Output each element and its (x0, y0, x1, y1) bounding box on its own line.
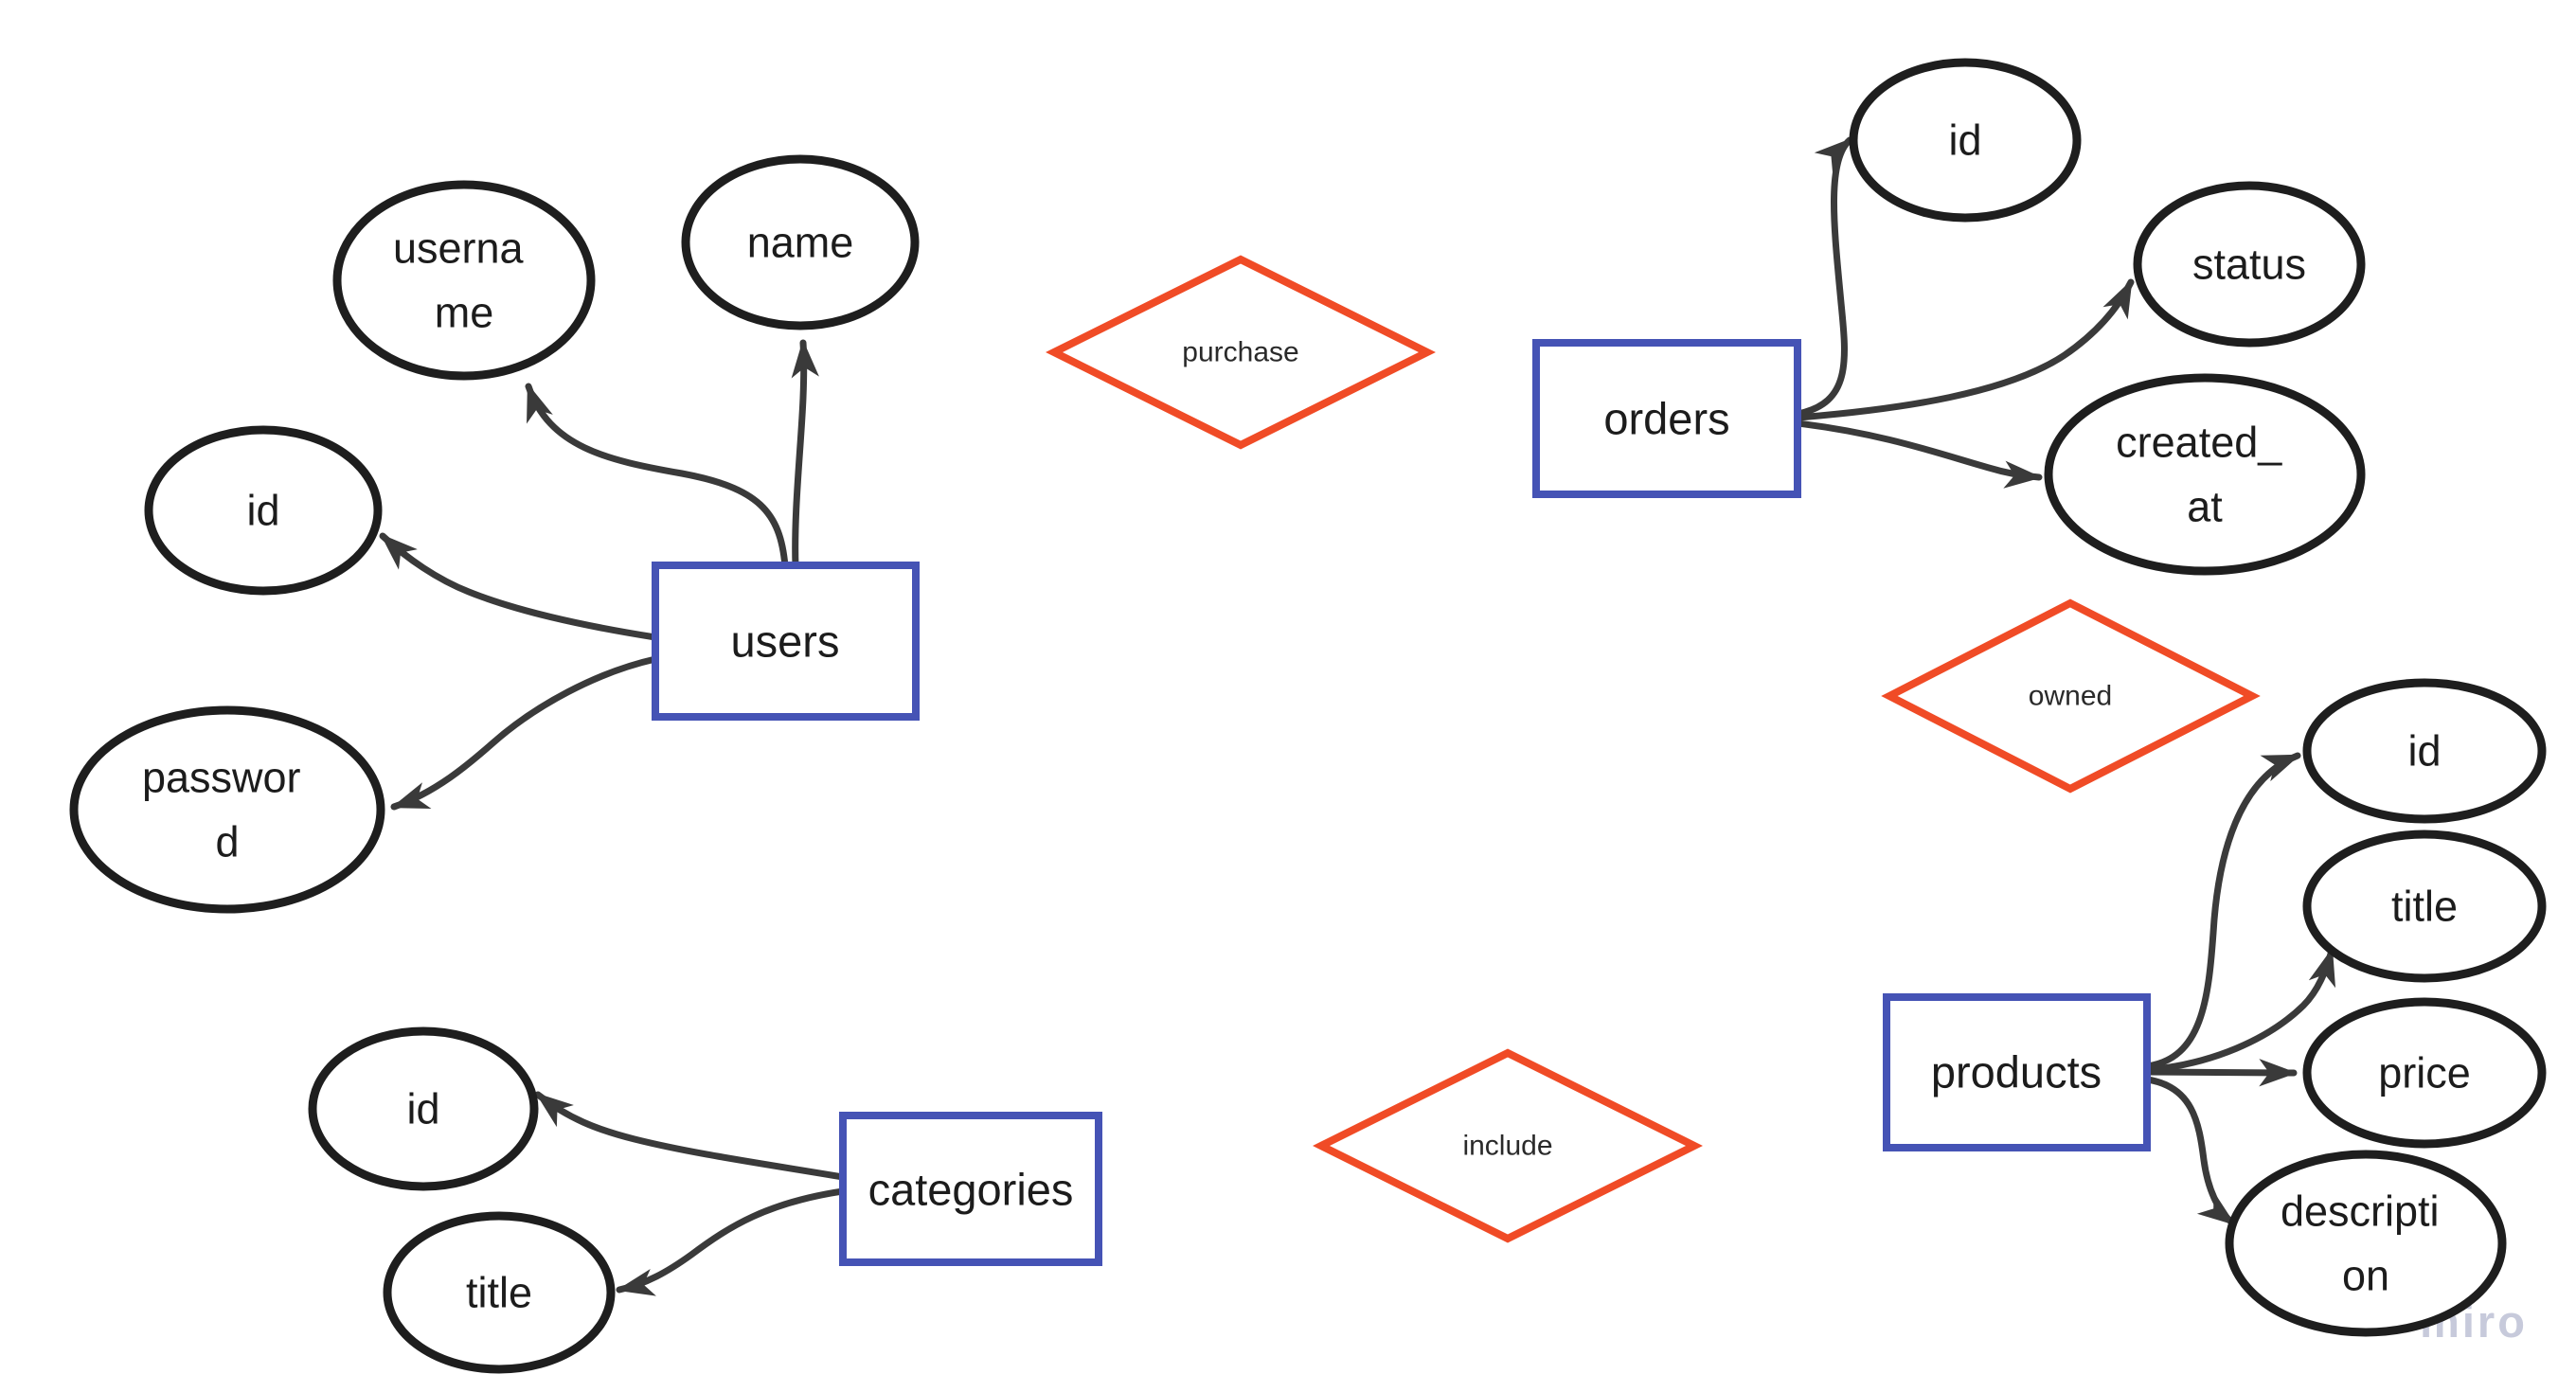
attribute-categories-title-label: title (466, 1269, 532, 1317)
attribute-orders-id[interactable] (1849, 58, 2082, 223)
connector-products-title[interactable] (2143, 947, 2336, 1074)
attribute-orders-id-label: id (1948, 116, 1981, 165)
attribute-orders-created-at-label: created_ at (2116, 403, 2294, 531)
attribute-products-description[interactable] (2225, 1150, 2507, 1337)
relationship-purchase[interactable] (1046, 255, 1436, 450)
relationship-owned[interactable] (1881, 598, 2261, 794)
entity-orders-label: orders (1603, 394, 1729, 444)
attribute-users-name[interactable] (681, 154, 920, 330)
connector-products-description[interactable] (2143, 1076, 2237, 1227)
connector-users-id[interactable] (379, 532, 659, 641)
attribute-orders-created-at[interactable] (2044, 373, 2366, 576)
attribute-users-id-label: id (246, 487, 279, 535)
attribute-categories-title[interactable] (383, 1211, 616, 1374)
attribute-products-price-label: price (2378, 1049, 2471, 1098)
attribute-products-id[interactable] (2302, 678, 2547, 824)
relationship-include[interactable] (1313, 1048, 1703, 1243)
entity-orders[interactable] (1532, 339, 1801, 498)
attribute-users-password[interactable] (69, 705, 385, 914)
attribute-orders-status[interactable] (2133, 181, 2366, 348)
attribute-users-password-label: passwor d (142, 739, 313, 866)
connector-categories-id[interactable] (534, 1091, 847, 1181)
attribute-users-username[interactable] (332, 180, 596, 381)
entity-categories-label: categories (868, 1165, 1074, 1215)
attribute-users-name-label: name (747, 219, 854, 267)
attribute-products-title[interactable] (2302, 830, 2547, 983)
connector-categories-title[interactable] (616, 1187, 847, 1296)
entity-products[interactable] (1883, 993, 2151, 1151)
entity-products-label: products (1931, 1047, 2102, 1098)
attribute-products-description-label: descripti on (2281, 1172, 2451, 1300)
connector-orders-id[interactable] (1794, 136, 1853, 418)
attribute-categories-id[interactable] (308, 1026, 539, 1191)
connector-orders-created-at[interactable] (1794, 419, 2043, 489)
attribute-users-id[interactable] (144, 425, 383, 596)
connector-users-username[interactable] (525, 383, 789, 570)
connector-users-name[interactable] (791, 339, 819, 570)
attribute-categories-id-label: id (406, 1085, 439, 1133)
relationship-include-label: include (1462, 1131, 1552, 1162)
entity-users[interactable] (652, 562, 920, 721)
relationship-purchase-label: purchase (1182, 337, 1298, 368)
connector-users-password[interactable] (390, 655, 659, 811)
attribute-products-price[interactable] (2302, 997, 2547, 1149)
connector-products-id[interactable] (2143, 752, 2301, 1070)
attribute-products-id-label: id (2407, 727, 2441, 776)
entity-users-label: users (731, 616, 840, 667)
attribute-orders-status-label: status (2192, 241, 2306, 289)
relationship-owned-label: owned (2029, 681, 2112, 712)
attribute-users-username-label: userna me (393, 209, 535, 337)
connector-orders-status[interactable] (1794, 278, 2135, 421)
connector-products-price[interactable] (2143, 1059, 2298, 1087)
attribute-products-title-label: title (2391, 883, 2458, 931)
entity-categories[interactable] (839, 1112, 1102, 1266)
